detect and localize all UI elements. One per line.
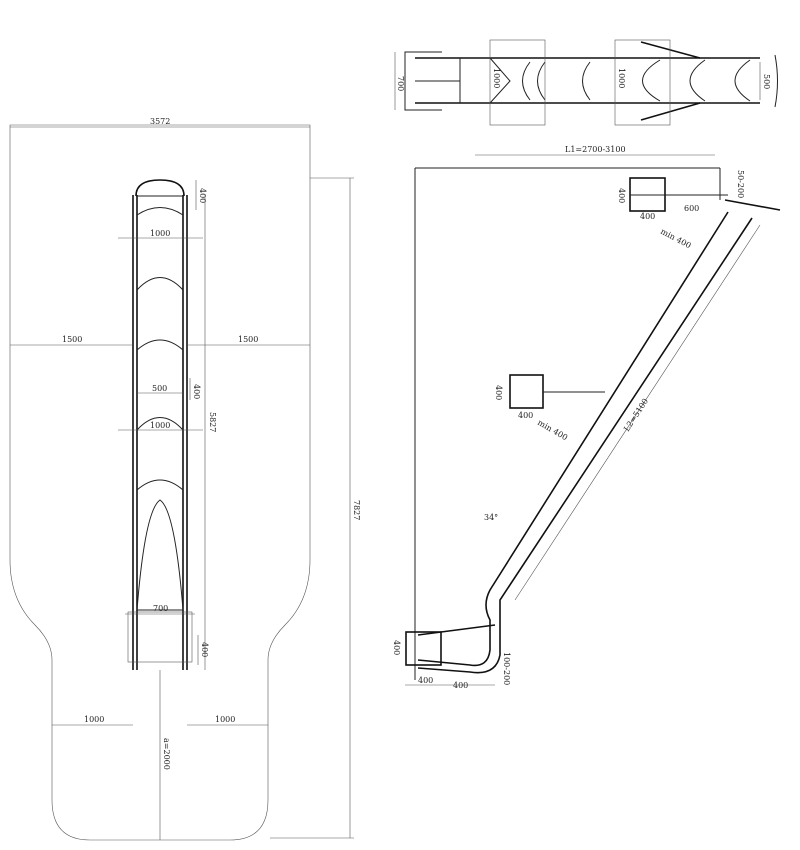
- dim-angle: 34°: [484, 513, 498, 522]
- dim-mid-width-outer: 1000: [150, 421, 170, 430]
- dim-exit-right: 1000: [215, 715, 235, 724]
- dim-runout: a=2000: [162, 738, 171, 770]
- safety-zone-outline: [9, 124, 311, 841]
- slide-plan: [132, 179, 188, 670]
- dim-section-width-2: 1000: [617, 68, 626, 88]
- dim-base-height: 400: [392, 640, 401, 655]
- dim-mid-block-height: 400: [494, 385, 503, 400]
- dim-mid-block-width: 400: [518, 411, 533, 420]
- side-view: L1=2700-3100 50-200 400 400 600 min 400 …: [392, 145, 781, 690]
- top-view: 700 1000 1000 500: [394, 39, 778, 126]
- dim-top-min: min 400: [659, 227, 692, 250]
- dim-mid-width: 500: [152, 384, 167, 393]
- dim-top-width: 1000: [150, 229, 170, 238]
- dim-end-width: 700: [396, 76, 405, 91]
- dim-exit-height: 100-200: [502, 652, 511, 685]
- dim-slide-length: L2=5100: [622, 397, 650, 433]
- dim-slide-length: 5827: [208, 412, 217, 432]
- dim-start-width: 500: [762, 74, 771, 89]
- dim-exit-depth: 400: [200, 642, 209, 657]
- dim-exit-left: 1000: [84, 715, 104, 724]
- dim-overall-width: 3572: [150, 117, 170, 126]
- dim-top-depth: 400: [198, 188, 207, 203]
- dim-top-block-height: 400: [617, 188, 626, 203]
- dim-top-offset: 50-200: [736, 170, 745, 198]
- dim-top-block-width: 400: [640, 212, 655, 221]
- dim-base-width-2: 400: [453, 681, 468, 690]
- dim-top-arm: 600: [684, 204, 699, 213]
- dim-exit-width: 700: [153, 604, 168, 613]
- dim-horizontal-length: L1=2700-3100: [565, 145, 626, 154]
- dim-base-width-1: 400: [418, 676, 433, 685]
- dim-right-clearance: 1500: [238, 335, 258, 344]
- dim-total-length: 7827: [352, 500, 361, 520]
- dim-mid-min: min 400: [536, 418, 569, 442]
- dim-section-width-1: 1000: [492, 68, 501, 88]
- dim-left-clearance: 1500: [62, 335, 82, 344]
- plan-view: 3572 7827 1000 400 1500 1500: [9, 117, 361, 841]
- dim-mid-depth: 400: [192, 384, 201, 399]
